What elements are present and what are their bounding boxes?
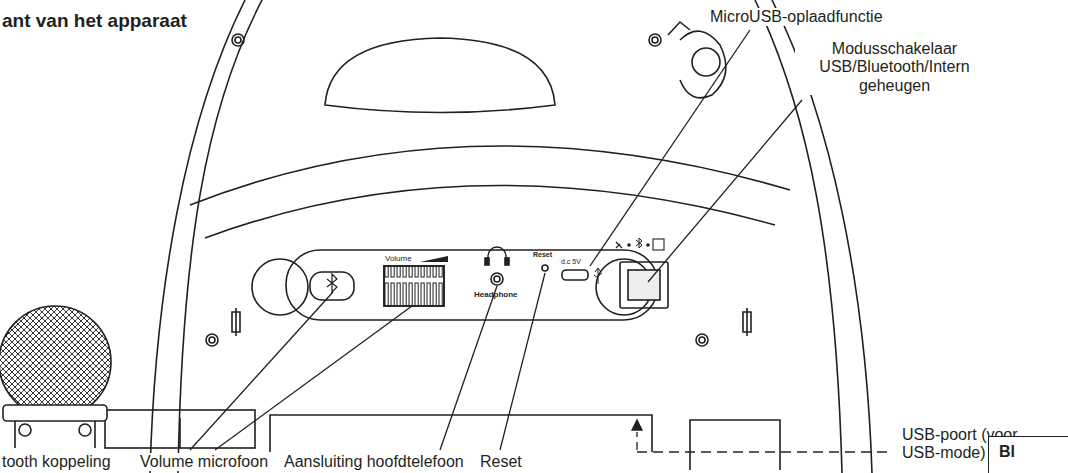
note-box: Bl xyxy=(988,436,1068,473)
note-text: Bl xyxy=(999,443,1068,461)
panel-text: Reset xyxy=(533,251,552,259)
leader-lines xyxy=(190,30,893,452)
callout-label: tooth koppeling xyxy=(0,453,113,471)
callout-label: Aansluiting hoofdtelefoon xyxy=(282,453,466,471)
callout-label: MicroUSB-oplaadfunctie xyxy=(708,8,885,26)
panel-text: Headphone xyxy=(474,290,518,299)
panel-text: d.c 5V xyxy=(561,258,581,266)
page-title: ant van het apparaat xyxy=(2,10,187,32)
callout-label: Modusschakelaar USB/Bluetooth/Intern geh… xyxy=(795,40,994,95)
panel-text: Volume xyxy=(385,254,412,263)
callout-label: Volume microfoon xyxy=(138,453,270,471)
callout-label: Reset xyxy=(478,453,524,471)
housing xyxy=(105,0,872,473)
microphone xyxy=(0,300,115,448)
